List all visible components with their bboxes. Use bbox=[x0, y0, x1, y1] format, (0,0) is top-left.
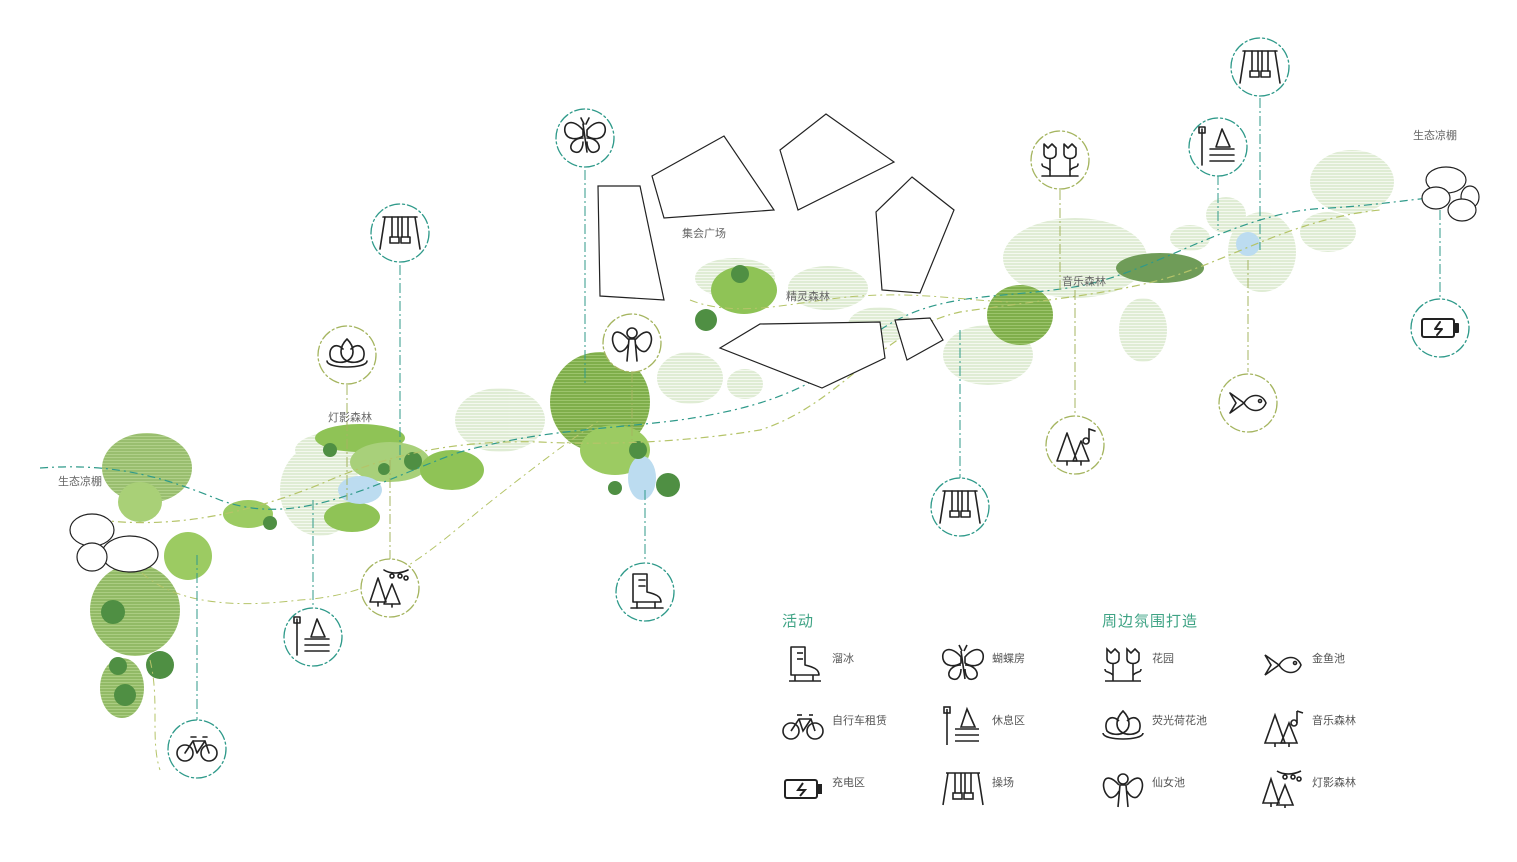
tulip-icon bbox=[1104, 647, 1142, 682]
legend-title-atmosphere: 周边氛围打造 bbox=[1102, 612, 1199, 630]
battery-icon bbox=[1410, 298, 1470, 358]
legend-item-music-tree: 音乐森林 bbox=[1260, 704, 1430, 754]
legend-label: 灯影森林 bbox=[1312, 776, 1356, 789]
legend-item-tulip: 花园 bbox=[1100, 642, 1270, 692]
bicycle-icon bbox=[167, 719, 227, 779]
legend-label: 蝴蝶房 bbox=[992, 652, 1025, 665]
lantern-tree-icon bbox=[360, 558, 420, 618]
legend-label: 音乐森林 bbox=[1312, 714, 1356, 727]
tulip-icon bbox=[1030, 130, 1090, 190]
vegetation-pale bbox=[280, 150, 1394, 536]
map-icons bbox=[167, 37, 1470, 779]
label-lantern-forest: 灯影森林 bbox=[328, 410, 372, 424]
legend-item-bench: 休息区 bbox=[940, 704, 1110, 754]
label-plaza: 集会广场 bbox=[682, 226, 726, 240]
legend-item-fairy: 仙女池 bbox=[1100, 766, 1270, 816]
legend-item-butterfly: 蝴蝶房 bbox=[940, 642, 1110, 692]
label-pavilion-left: 生态凉棚 bbox=[58, 474, 102, 488]
shrubs bbox=[101, 265, 749, 706]
legend-item-lantern-tree: 灯影森林 bbox=[1260, 766, 1430, 816]
swing-icon bbox=[930, 477, 990, 537]
music-tree-icon bbox=[1263, 710, 1304, 747]
music-tree-icon bbox=[1045, 415, 1105, 475]
goldfish-icon bbox=[1218, 373, 1278, 433]
legend-label: 充电区 bbox=[832, 776, 865, 789]
swing-icon bbox=[370, 203, 430, 263]
water bbox=[338, 232, 1260, 504]
fairy-icon bbox=[1102, 773, 1144, 808]
fairy-icon bbox=[602, 313, 662, 373]
swing-icon bbox=[942, 772, 984, 806]
legend-label: 休息区 bbox=[992, 714, 1025, 727]
map-labels: 集会广场 精灵森林 灯影森林 音乐森林 生态凉棚 生态凉棚 bbox=[58, 128, 1457, 488]
legend-item-ice-skate: 溜冰 bbox=[780, 642, 950, 692]
legend-label: 仙女池 bbox=[1152, 776, 1185, 789]
plaza-buildings bbox=[597, 113, 955, 389]
legend-label: 自行车租赁 bbox=[832, 714, 887, 727]
battery-icon bbox=[784, 779, 822, 799]
label-pavilion-right: 生态凉棚 bbox=[1413, 128, 1457, 142]
bench-icon bbox=[943, 706, 979, 745]
legend-item-swing: 操场 bbox=[940, 766, 1110, 816]
bench-icon bbox=[1188, 117, 1248, 177]
bench-icon bbox=[283, 607, 343, 667]
butterfly-icon bbox=[555, 108, 615, 168]
pavilion-left bbox=[69, 513, 159, 573]
ice-skate-icon bbox=[615, 562, 675, 622]
swing-icon bbox=[1230, 37, 1290, 97]
lotus-icon bbox=[317, 325, 377, 385]
pavilion-right bbox=[1421, 166, 1480, 222]
label-fairy-forest: 精灵森林 bbox=[786, 289, 830, 303]
legend-label: 溜冰 bbox=[832, 652, 854, 665]
leader-lines bbox=[196, 98, 1441, 720]
paths bbox=[39, 195, 1451, 771]
vegetation-mid bbox=[90, 253, 1204, 718]
ice-skate-icon bbox=[789, 646, 821, 682]
legend-label: 花园 bbox=[1152, 652, 1174, 665]
legend-label: 金鱼池 bbox=[1312, 652, 1345, 665]
legend-label: 荧光荷花池 bbox=[1152, 714, 1207, 727]
goldfish-icon bbox=[1264, 654, 1302, 676]
bicycle-icon bbox=[782, 714, 824, 740]
legend-item-goldfish: 金鱼池 bbox=[1260, 642, 1430, 692]
lantern-tree-icon bbox=[1261, 770, 1302, 808]
legend-item-lotus: 荧光荷花池 bbox=[1100, 704, 1270, 754]
legend-title-activities: 活动 bbox=[782, 612, 815, 630]
label-music-forest: 音乐森林 bbox=[1062, 274, 1106, 288]
butterfly-icon bbox=[941, 644, 985, 681]
legend-label: 操场 bbox=[992, 776, 1014, 789]
legend-item-bicycle: 自行车租赁 bbox=[780, 704, 950, 754]
lotus-icon bbox=[1102, 709, 1144, 740]
legend-item-battery: 充电区 bbox=[780, 766, 950, 816]
